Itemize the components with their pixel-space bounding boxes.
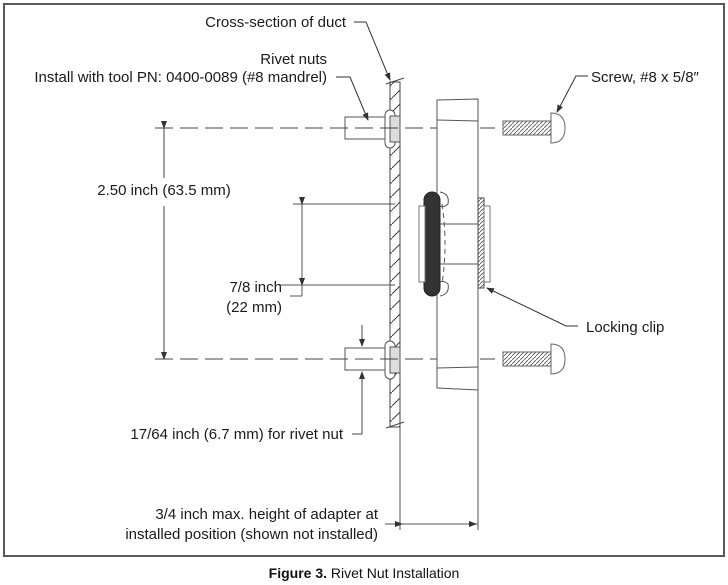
dimension-7-8-inch — [280, 197, 395, 297]
rivet-nut-diagram: Cross-section of duct Rivet nuts Install… — [34, 14, 700, 543]
label-install-tool: Install with tool PN: 0400-0089 (#8 mand… — [34, 69, 327, 86]
figure-frame — [3, 3, 725, 557]
locking-clip — [477, 197, 485, 289]
label-spacing-outer: 2.50 inch (63.5 mm) — [97, 182, 230, 199]
label-adapter-height-2: installed position (shown not installed) — [125, 526, 378, 543]
caption-number: Figure 3. — [268, 565, 328, 581]
label-spacing-inner-2: (22 mm) — [226, 299, 282, 316]
screw-lower — [502, 343, 566, 375]
screw-upper — [502, 112, 566, 144]
label-spacing-inner-1: 7/8 inch — [229, 279, 282, 296]
duct-wall — [385, 77, 405, 530]
rivet-nut-upper — [344, 109, 401, 149]
label-rivet-hole: 17/64 inch (6.7 mm) for rivet nut — [130, 426, 343, 443]
figure-caption: Figure 3. Rivet Nut Installation — [0, 565, 728, 581]
dimension-rivet-hole — [352, 325, 365, 435]
label-duct-cross-section: Cross-section of duct — [205, 14, 347, 31]
rivet-nut-lower — [344, 340, 401, 380]
label-screw: Screw, #8 x 5/8″ — [591, 69, 700, 86]
caption-title: Rivet Nut Installation — [330, 565, 460, 581]
label-adapter-height-1: 3/4 inch max. height of adapter at — [155, 506, 378, 523]
adapter — [418, 98, 491, 530]
label-locking-clip: Locking clip — [586, 319, 664, 336]
gasket — [423, 191, 441, 297]
label-rivet-nuts: Rivet nuts — [260, 51, 327, 68]
